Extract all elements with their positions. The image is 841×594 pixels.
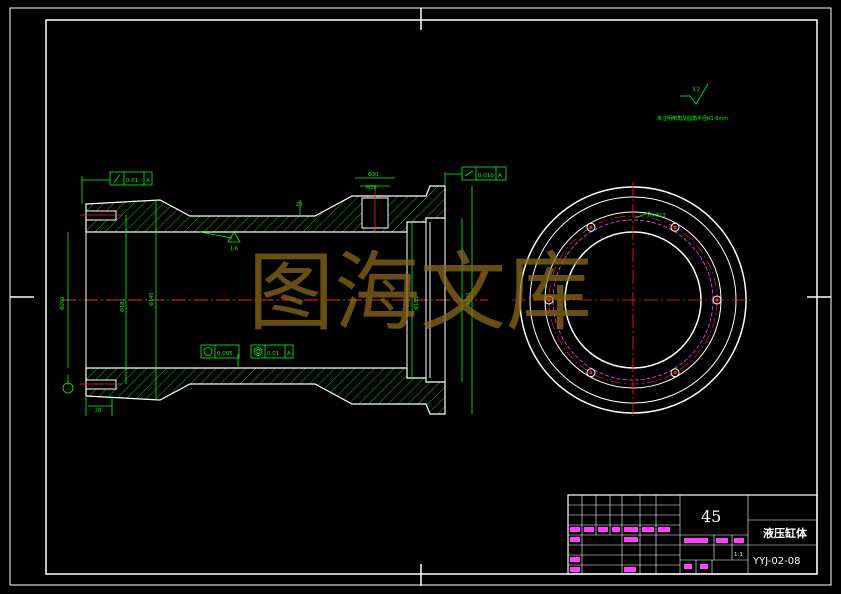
bolt-hole <box>586 222 596 232</box>
title-block: 45 液压缸体 YYJ-02-08 1:1 <box>567 494 818 575</box>
tol-frame-top-left: 0.01 A <box>109 171 153 186</box>
dim-roughness: 1.6 <box>230 246 238 252</box>
end-view: 6×Φ13 <box>512 182 754 418</box>
bolt-hole-center <box>673 225 677 229</box>
tol-frame-bottom-right: 0.01 A <box>250 344 294 359</box>
datum-a-symbol <box>62 382 74 394</box>
bolt-hole <box>712 295 722 305</box>
tol-frame-top-right: 0.010 A <box>461 166 507 181</box>
dim-right-bore: Φ185 <box>414 297 420 310</box>
dimension-lines <box>67 172 473 416</box>
dim-slot-thread: M20 <box>366 185 377 191</box>
dim-left-dia: Φ200 <box>60 297 66 310</box>
bolt-hole-center <box>589 371 593 375</box>
bolt-hole <box>586 368 596 378</box>
dim-small: 20 <box>296 202 302 208</box>
bolt-hole <box>544 295 554 305</box>
tol-value-bottom-right: 0.01 <box>267 351 279 357</box>
roughness-note: 3.2 未注明倒角及圆角半径R1.6mm <box>657 83 728 122</box>
drawing-number: YYJ-02-08 <box>752 556 800 567</box>
tol-value-top-right: 0.010 <box>478 173 494 179</box>
bolt-hole-center <box>547 298 551 302</box>
bolt-holes <box>544 222 722 378</box>
top-wall-section <box>85 185 446 233</box>
tol-datum-bottom-right: A <box>287 351 291 357</box>
dim-top-width: Φ30 <box>368 172 378 178</box>
scale: 1:1 <box>734 552 743 558</box>
bolt-hole <box>670 368 680 378</box>
thread-hole-centerlines <box>80 214 122 385</box>
centering-marks <box>10 8 831 586</box>
bolt-hole-center <box>673 371 677 375</box>
bore-outline <box>85 218 446 382</box>
dim-bore-dia-2: Φ140 <box>149 293 155 306</box>
tol-frame-bottom-left: 0.005 <box>200 344 240 359</box>
dim-flange-dia: Φ240 <box>466 293 472 306</box>
bolt-hole <box>670 222 680 232</box>
roughness-value: 3.2 <box>692 87 700 93</box>
part-name: 液压缸体 <box>763 526 808 540</box>
title-block-grid <box>568 495 817 574</box>
tol-datum-top-left: A <box>146 178 150 184</box>
material: 45 <box>701 507 721 526</box>
section-view: 0.01 A 0.010 A 0.005 0.01 A <box>60 166 507 416</box>
bottom-wall-section <box>85 367 446 415</box>
dimension-texts: Φ200 Φ180 Φ140 Φ185 Φ240 Φ30 M20 20 1.6 … <box>60 172 472 414</box>
dim-left-step: 20 <box>95 408 101 414</box>
dim-pcd: 6×Φ13 <box>648 213 666 219</box>
tol-value-top-left: 0.01 <box>126 178 138 184</box>
tol-value-bottom-left: 0.005 <box>217 351 233 357</box>
tech-note: 未注明倒角及圆角半径R1.6mm <box>657 115 728 122</box>
bolt-hole-center <box>589 225 593 229</box>
title-block-labels <box>570 527 744 572</box>
left-thread-holes <box>85 210 117 390</box>
dim-bore-dia-1: Φ180 <box>120 299 126 312</box>
bolt-hole-center <box>715 298 719 302</box>
tol-datum-top-right: A <box>498 173 502 179</box>
watermark: 图海文库 <box>248 243 592 343</box>
pcd-leader <box>634 211 651 219</box>
